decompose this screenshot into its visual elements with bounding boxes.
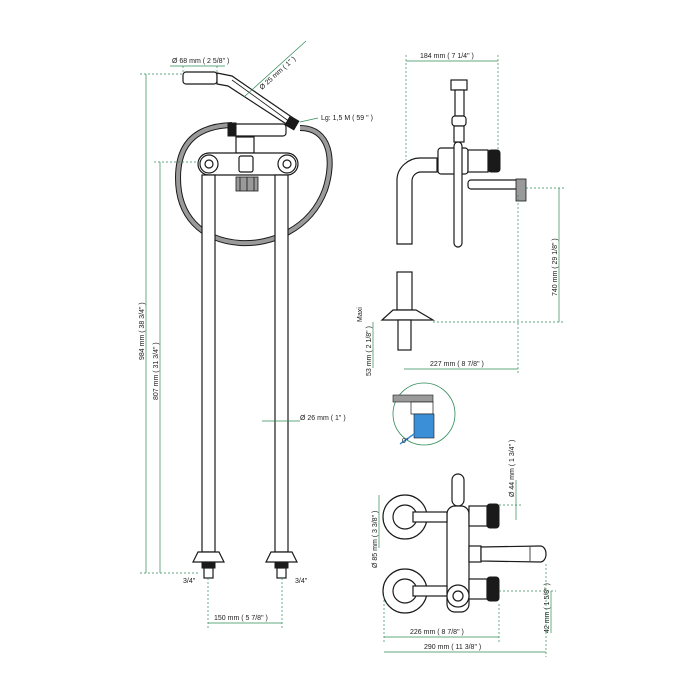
dim-wall-85: Ø 85 mm ( 3 3/8" )	[372, 495, 380, 568]
dim-spacing: 150 mm ( 5 7/8" )	[207, 578, 283, 628]
side-height-label: 740 mm ( 29 1/8" )	[552, 238, 559, 296]
wall-85-label: Ø 85 mm ( 3 3/8" )	[372, 511, 379, 568]
wall-44-label: Ø 44 mm ( 1 3/4" )	[509, 440, 516, 497]
handle-diameter-label: Ø 25 mm ( 1" )	[259, 56, 298, 92]
dim-pipe-diameter: Ø 26 mm ( 1" )	[262, 415, 346, 422]
hose	[174, 122, 333, 247]
mixer-body	[197, 122, 299, 192]
dim-pipe-height: 807 mm ( 31 3/4" )	[153, 161, 200, 573]
dim-base-height: 53 mm ( 2 1/8" ) Maxi	[357, 307, 374, 376]
angle-label: 0°	[402, 437, 409, 445]
front-view: Ø 68 mm ( 2 5/8" ) Ø 25 mm ( 1" ) Lg: 1,…	[139, 40, 373, 628]
thread-left-label: 3/4"	[183, 578, 196, 585]
dim-wall-44: Ø 44 mm ( 1 3/4" )	[499, 440, 522, 520]
handset-diameter-label: Ø 68 mm ( 2 5/8" )	[172, 58, 229, 65]
dim-hose-length: Lg: 1,5 M ( 59 " )	[299, 115, 373, 123]
spacing-label: 150 mm ( 5 7/8" )	[214, 615, 268, 622]
wall-226-label: 226 mm ( 8 7/8" )	[410, 629, 464, 636]
pipe-height-label: 807 mm ( 31 3/4" )	[153, 342, 160, 400]
wall-42-label: 42 mm ( 1 5/8" )	[544, 583, 551, 633]
wall-290-label: 290 mm ( 11 3/8" )	[424, 644, 481, 651]
reach-label: 227 mm ( 8 7/8" )	[430, 361, 484, 368]
pipe-diameter-label: Ø 26 mm ( 1" )	[300, 415, 346, 422]
dim-wall-226: 226 mm ( 8 7/8" )	[383, 596, 500, 642]
shower-handset	[182, 71, 300, 131]
dim-handset-diameter: Ø 68 mm ( 2 5/8" )	[170, 58, 229, 72]
dim-wall-42: 42 mm ( 1 5/8" )	[499, 583, 556, 633]
maxi-label: Maxi	[357, 307, 364, 322]
wall-view: Ø 44 mm ( 1 3/4" ) Ø 85 mm ( 3 3/8" ) 42…	[372, 440, 556, 657]
side-view: 184 mm ( 7 1/4" ) 740 mm ( 29 1/8" ) 53 …	[357, 53, 565, 376]
dim-total-height: 984 mm ( 38 3/4" )	[139, 73, 200, 574]
hose-length-label: Lg: 1,5 M ( 59 " )	[321, 115, 373, 122]
detail-view: 0°	[392, 382, 456, 446]
dim-side-width: 184 mm ( 7 1/4" )	[405, 53, 499, 160]
dim-reach: 227 mm ( 8 7/8" )	[404, 195, 519, 375]
dim-wall-290: 290 mm ( 11 3/8" )	[384, 564, 547, 657]
thread-right-label: 3/4"	[295, 578, 308, 585]
standpipes	[192, 174, 298, 579]
dim-handle-diameter: Ø 25 mm ( 1" )	[243, 40, 307, 98]
dim-side-height: 740 mm ( 29 1/8" )	[433, 187, 565, 323]
total-height-label: 984 mm ( 38 3/4" )	[139, 302, 146, 360]
side-width-label: 184 mm ( 7 1/4" )	[420, 53, 474, 60]
base-height-label: 53 mm ( 2 1/8" )	[366, 326, 373, 376]
